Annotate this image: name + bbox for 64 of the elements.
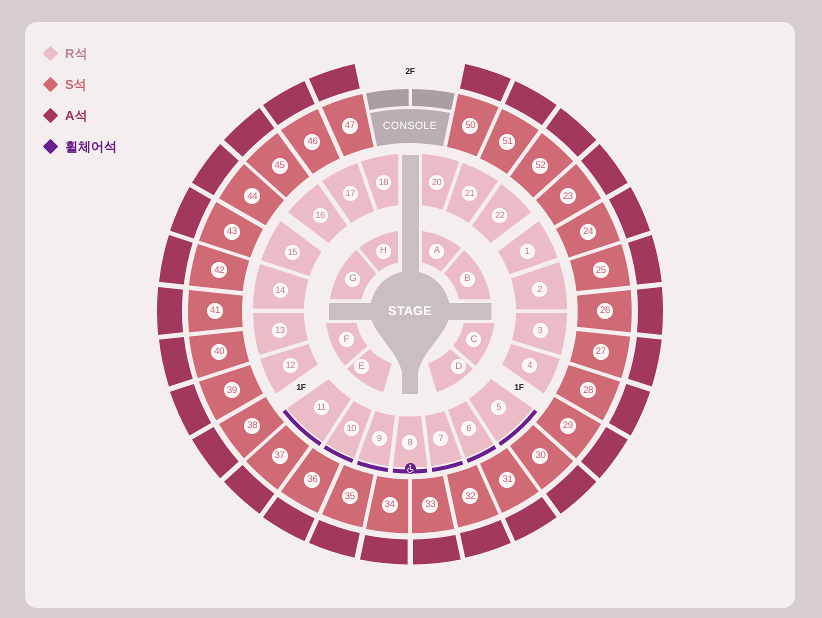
seating-section xyxy=(224,108,274,157)
seating-section xyxy=(253,313,308,355)
seating-section xyxy=(263,80,315,126)
seating-section xyxy=(502,344,560,394)
stage xyxy=(370,271,450,394)
seating-section xyxy=(366,89,408,110)
seating-section xyxy=(347,348,392,392)
seating-section xyxy=(510,262,567,309)
seating-section xyxy=(412,89,454,110)
seating-section xyxy=(188,290,243,332)
seating-section xyxy=(359,230,398,272)
seating-section xyxy=(460,64,511,102)
console-area xyxy=(370,109,450,146)
stage-runway xyxy=(329,302,372,320)
seating-section xyxy=(577,290,632,332)
seating-section xyxy=(505,80,557,126)
seating-section xyxy=(628,337,662,387)
seating-section xyxy=(366,476,408,533)
seating-section xyxy=(253,264,309,309)
seating-section xyxy=(360,534,408,564)
legend-label: S석 xyxy=(65,78,87,90)
seating-section xyxy=(608,384,650,436)
seating-section xyxy=(263,496,315,542)
floor-label: 2F xyxy=(405,66,415,76)
seating-section xyxy=(158,337,192,387)
seating-section xyxy=(444,250,490,300)
floor-label: 1F xyxy=(296,383,306,392)
console-label: CONSOLE xyxy=(382,120,438,132)
seating-section xyxy=(170,384,212,436)
seating-section xyxy=(608,186,650,238)
seating-section xyxy=(224,465,274,514)
seating-section xyxy=(158,235,192,285)
seating-section xyxy=(546,108,596,157)
seating-section xyxy=(189,330,250,378)
legend-label: R석 xyxy=(65,46,88,60)
seating-section xyxy=(412,476,454,533)
seating-section xyxy=(628,235,662,285)
seating-section xyxy=(309,64,360,102)
stage-runway xyxy=(448,302,491,320)
seating-section xyxy=(360,154,398,210)
seating-section xyxy=(309,520,360,558)
seating-section xyxy=(157,287,183,335)
seating-section xyxy=(392,416,428,468)
legend-label: 휠체어석 xyxy=(65,140,117,152)
seating-section xyxy=(446,465,498,528)
legend-label: A석 xyxy=(65,108,88,122)
floor-label: 1F xyxy=(514,383,524,392)
seating-section xyxy=(570,244,631,292)
seating-section xyxy=(322,94,374,157)
seating-section xyxy=(581,144,628,195)
seating-section xyxy=(512,313,567,355)
seating-section xyxy=(505,496,557,542)
seating-section xyxy=(424,411,462,467)
seating-section xyxy=(581,427,628,478)
seating-section xyxy=(460,520,511,558)
seating-section xyxy=(261,221,322,276)
seating-section xyxy=(428,348,473,392)
seating-section xyxy=(170,186,212,238)
seating-section xyxy=(192,144,239,195)
stage-runway xyxy=(402,155,418,272)
seating-section xyxy=(412,534,460,564)
seating-section xyxy=(192,427,239,478)
stage-label: STAGE xyxy=(388,304,432,318)
seating-section xyxy=(546,465,596,514)
